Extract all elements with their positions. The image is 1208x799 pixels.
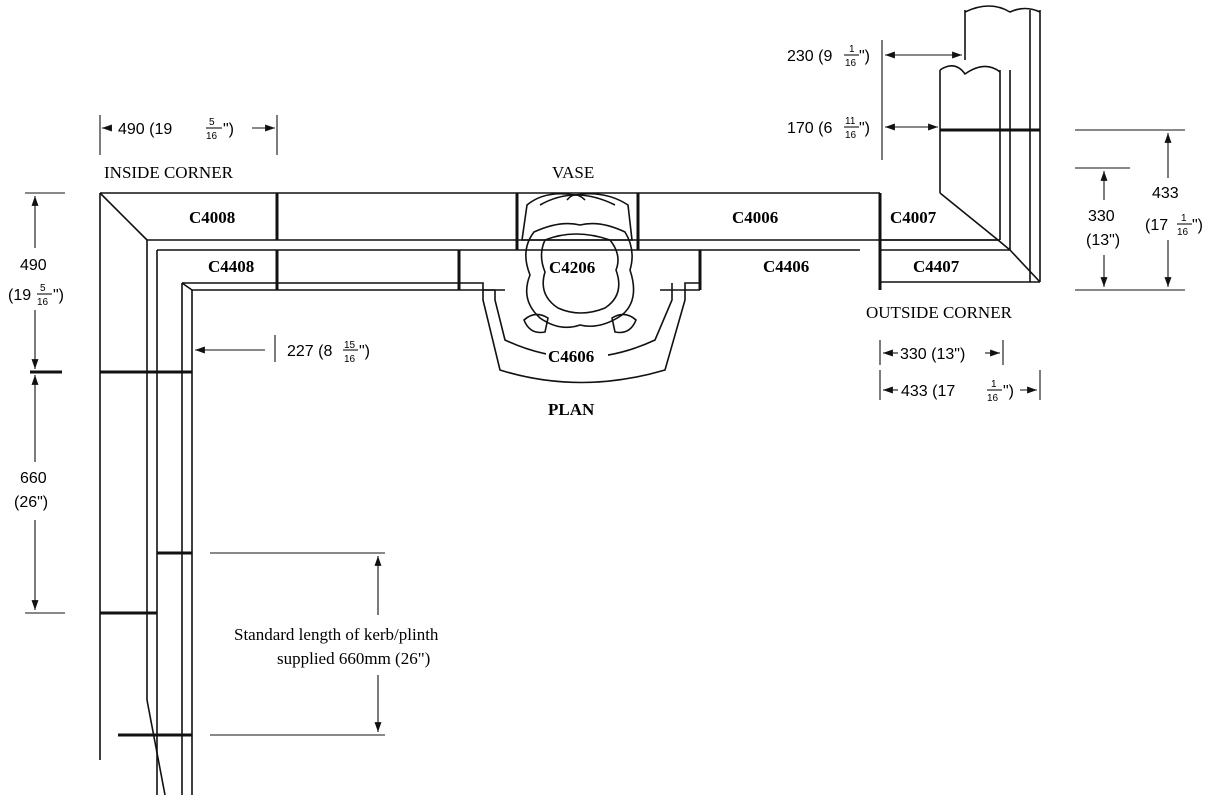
svg-text:5: 5 [40,283,46,294]
code-c4407: C4407 [913,257,960,276]
kerb-outline [99,192,1000,796]
svg-text:490 (19: 490 (19 [118,121,172,138]
dim-left-490: 490 (19 5 16 ") [8,257,64,308]
note-line-1: Standard length of kerb/plinth [234,625,439,644]
code-c4606: C4606 [548,347,594,366]
svg-text:330: 330 [1088,208,1115,225]
code-c4008: C4008 [189,208,235,227]
note-line-2: supplied 660mm (26") [277,649,430,668]
svg-text:"): ") [859,48,870,65]
svg-text:1: 1 [849,44,855,55]
code-c4006: C4006 [732,208,778,227]
svg-text:16: 16 [987,393,999,404]
svg-text:433 (17: 433 (17 [901,383,955,400]
code-c4406: C4406 [763,257,809,276]
svg-text:16: 16 [845,130,857,141]
svg-text:227 (8: 227 (8 [287,343,332,360]
svg-text:15: 15 [344,340,356,351]
dim-top-230: 230 (9 1 16 ") [787,44,870,69]
svg-text:1: 1 [1181,213,1187,224]
dim-inner-227: 227 (8 15 16 ") [287,340,370,365]
code-c4408: C4408 [208,257,254,276]
plan-caption: PLAN [548,400,595,419]
svg-text:"): ") [53,287,64,304]
svg-text:"): ") [359,343,370,360]
svg-text:"): ") [859,120,870,137]
svg-text:5: 5 [209,117,215,128]
dim-left-660: 660 (26") [14,470,48,511]
svg-text:490: 490 [20,257,47,274]
svg-text:16: 16 [845,58,857,69]
svg-text:16: 16 [344,354,356,365]
dim-top-170: 170 (6 11 16 ") [787,116,870,141]
svg-text:230 (9: 230 (9 [787,48,832,65]
dim-bottom-433: 433 (17 1 16 ") [901,379,1014,404]
svg-text:660: 660 [20,470,47,487]
svg-text:11: 11 [845,116,856,127]
svg-text:(19: (19 [8,287,31,304]
kerb-joints [30,193,882,737]
code-c4206: C4206 [549,258,595,277]
svg-text:(26"): (26") [14,494,48,511]
svg-text:433: 433 [1152,185,1179,202]
svg-text:(17: (17 [1145,217,1168,234]
svg-text:"): ") [1192,217,1203,234]
inside-corner-caption: INSIDE CORNER [104,163,234,182]
dimension-lines [25,40,1185,736]
svg-text:16: 16 [1177,227,1189,238]
outside-corner-caption: OUTSIDE CORNER [866,303,1013,322]
svg-text:16: 16 [37,297,49,308]
svg-text:"): ") [223,121,234,138]
dim-right-433: 433 (17 1 16 ") [1145,185,1203,238]
code-c4007: C4007 [890,208,937,227]
svg-text:(13"): (13") [1086,232,1120,249]
vase-ornament [521,192,637,334]
svg-text:16: 16 [206,131,218,142]
svg-text:"): ") [1003,383,1014,400]
svg-text:330 (13"): 330 (13") [900,346,965,363]
svg-text:170 (6: 170 (6 [787,120,832,137]
vase-recess [482,282,700,384]
vase-caption: VASE [552,163,594,182]
outside-corner-column [880,5,1041,283]
dim-bottom-330: 330 (13") [900,346,965,363]
svg-text:1: 1 [991,379,997,390]
dim-top-left-490: 490 (19 5 16 ") [118,117,234,142]
dim-right-330: 330 (13") [1086,208,1120,249]
